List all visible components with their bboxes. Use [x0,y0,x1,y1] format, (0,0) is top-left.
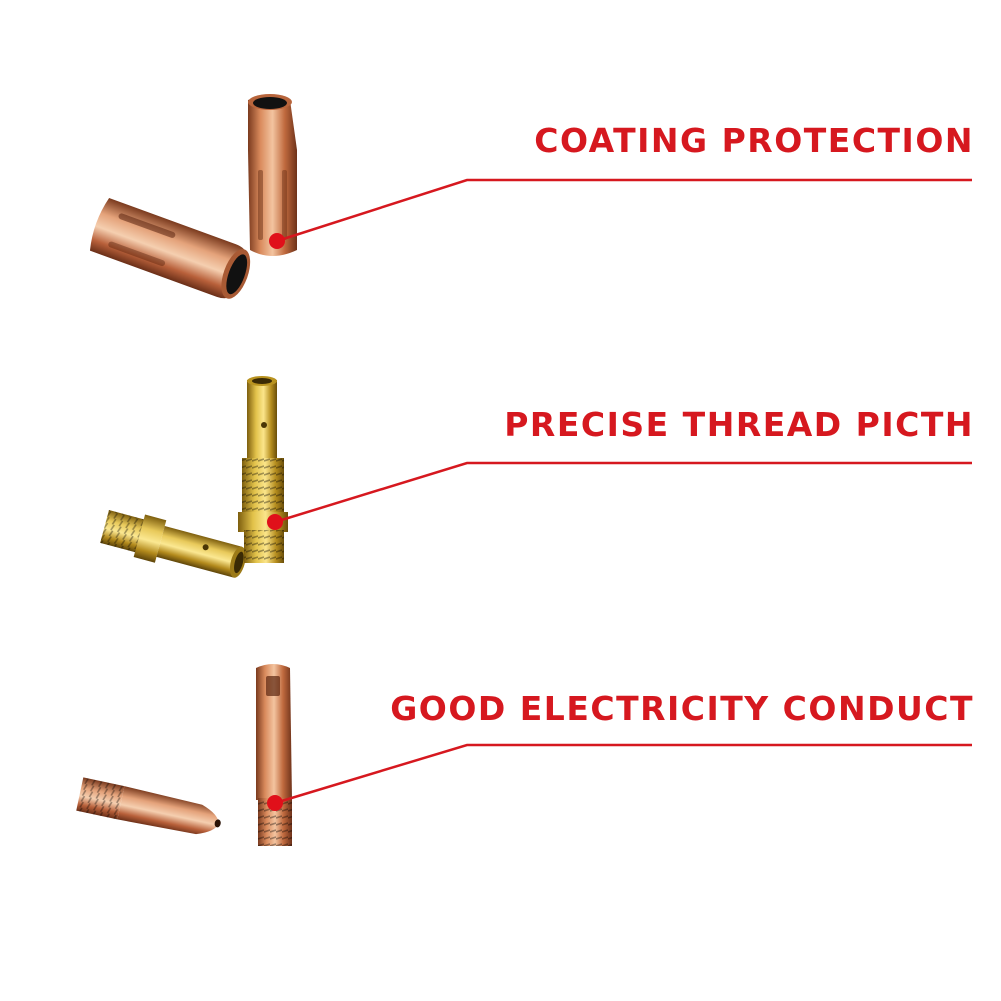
copper-nozzle-icon [89,94,297,299]
feature-label-coating-protection: COATING PROTECTION [534,121,974,160]
feature-label-precise-thread-pitch: PRECISE THREAD PICTH [504,405,974,444]
callout-line-1 [269,178,972,249]
callout-dot-icon [269,233,285,249]
brass-tip-holder-icon [100,376,288,578]
callout-lines [267,178,972,811]
callout-line-2 [267,461,972,530]
callout-line-3 [267,743,972,811]
feature-label-good-electricity-conduct: GOOD ELECTRICITY CONDUCT [390,689,974,728]
callout-dot-icon [267,795,283,811]
copper-contact-tip-icon [76,664,292,846]
callout-dot-icon [267,514,283,530]
